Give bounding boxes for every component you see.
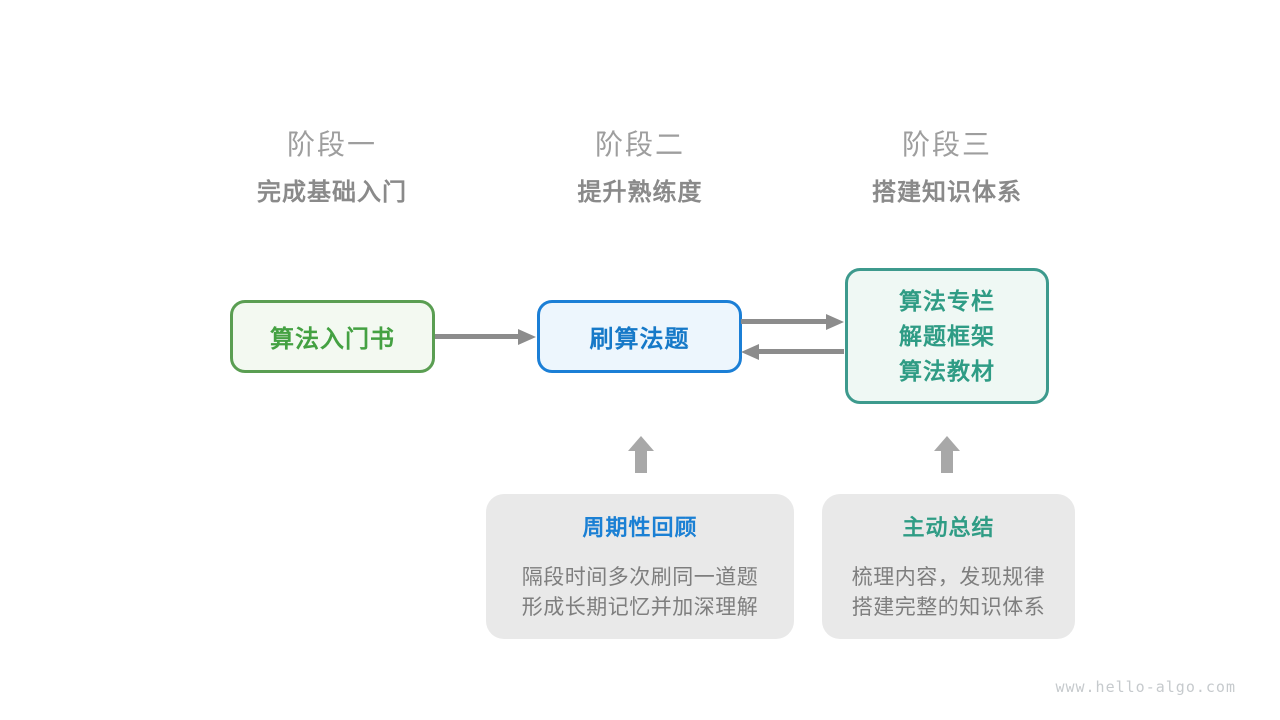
node-practice-problems-label: 刷算法题 xyxy=(589,326,690,353)
note-body-line: 搭建完整的知识体系 xyxy=(851,596,1046,619)
arrow-up-stem xyxy=(635,451,647,473)
arrow-head-left xyxy=(741,344,759,360)
node-intro-book: 算法入门书 xyxy=(230,300,435,373)
arrow-up-head xyxy=(628,436,654,451)
stage-1-label: 阶段一 xyxy=(286,129,377,160)
note-body-line: 形成长期记忆并加深理解 xyxy=(521,596,759,619)
node-resource-line-2: 解题框架 xyxy=(899,322,995,349)
stage-2-header: 阶段二 提升熟练度 xyxy=(510,131,770,205)
arrow-right-icon xyxy=(435,329,536,345)
stage-2-subtitle: 提升熟练度 xyxy=(577,179,703,206)
arrow-shaft xyxy=(435,334,521,339)
arrow-shaft xyxy=(741,319,829,324)
stage-2-label: 阶段二 xyxy=(594,129,685,160)
stage-1-subtitle: 完成基础入门 xyxy=(257,179,407,206)
arrow-head-right xyxy=(826,314,844,330)
note-periodic-review: 周期性回顾 隔段时间多次刷同一道题 形成长期记忆并加深理解 xyxy=(486,494,794,639)
arrow-up-icon xyxy=(628,436,654,473)
note-periodic-review-body: 隔段时间多次刷同一道题 形成长期记忆并加深理解 xyxy=(522,563,759,623)
note-periodic-review-title: 周期性回顾 xyxy=(582,515,698,540)
note-active-summary-title: 主动总结 xyxy=(902,515,995,540)
note-body-line: 梳理内容，发现规律 xyxy=(851,566,1046,589)
arrow-up-head xyxy=(934,436,960,451)
arrow-left-icon xyxy=(741,344,844,360)
arrow-up-icon xyxy=(934,436,960,473)
arrow-head-right xyxy=(518,329,536,345)
note-body-line: 隔段时间多次刷同一道题 xyxy=(521,566,759,589)
node-intro-book-label: 算法入门书 xyxy=(270,326,395,353)
stage-1-header: 阶段一 完成基础入门 xyxy=(202,131,462,205)
arrow-right-icon xyxy=(741,314,844,330)
watermark: www.hello-algo.com xyxy=(1055,678,1236,696)
note-active-summary-body: 梳理内容，发现规律 搭建完整的知识体系 xyxy=(852,563,1046,623)
note-active-summary: 主动总结 梳理内容，发现规律 搭建完整的知识体系 xyxy=(822,494,1075,639)
arrow-up-stem xyxy=(941,451,953,473)
node-practice-problems: 刷算法题 xyxy=(537,300,742,373)
arrow-shaft xyxy=(756,349,844,354)
stage-3-header: 阶段三 搭建知识体系 xyxy=(817,131,1077,205)
node-resource-line-1: 算法专栏 xyxy=(899,287,995,314)
node-knowledge-resources: 算法专栏 解题框架 算法教材 xyxy=(845,268,1049,404)
stage-3-label: 阶段三 xyxy=(901,129,992,160)
node-resource-line-3: 算法教材 xyxy=(899,357,995,384)
stage-3-subtitle: 搭建知识体系 xyxy=(872,179,1022,206)
